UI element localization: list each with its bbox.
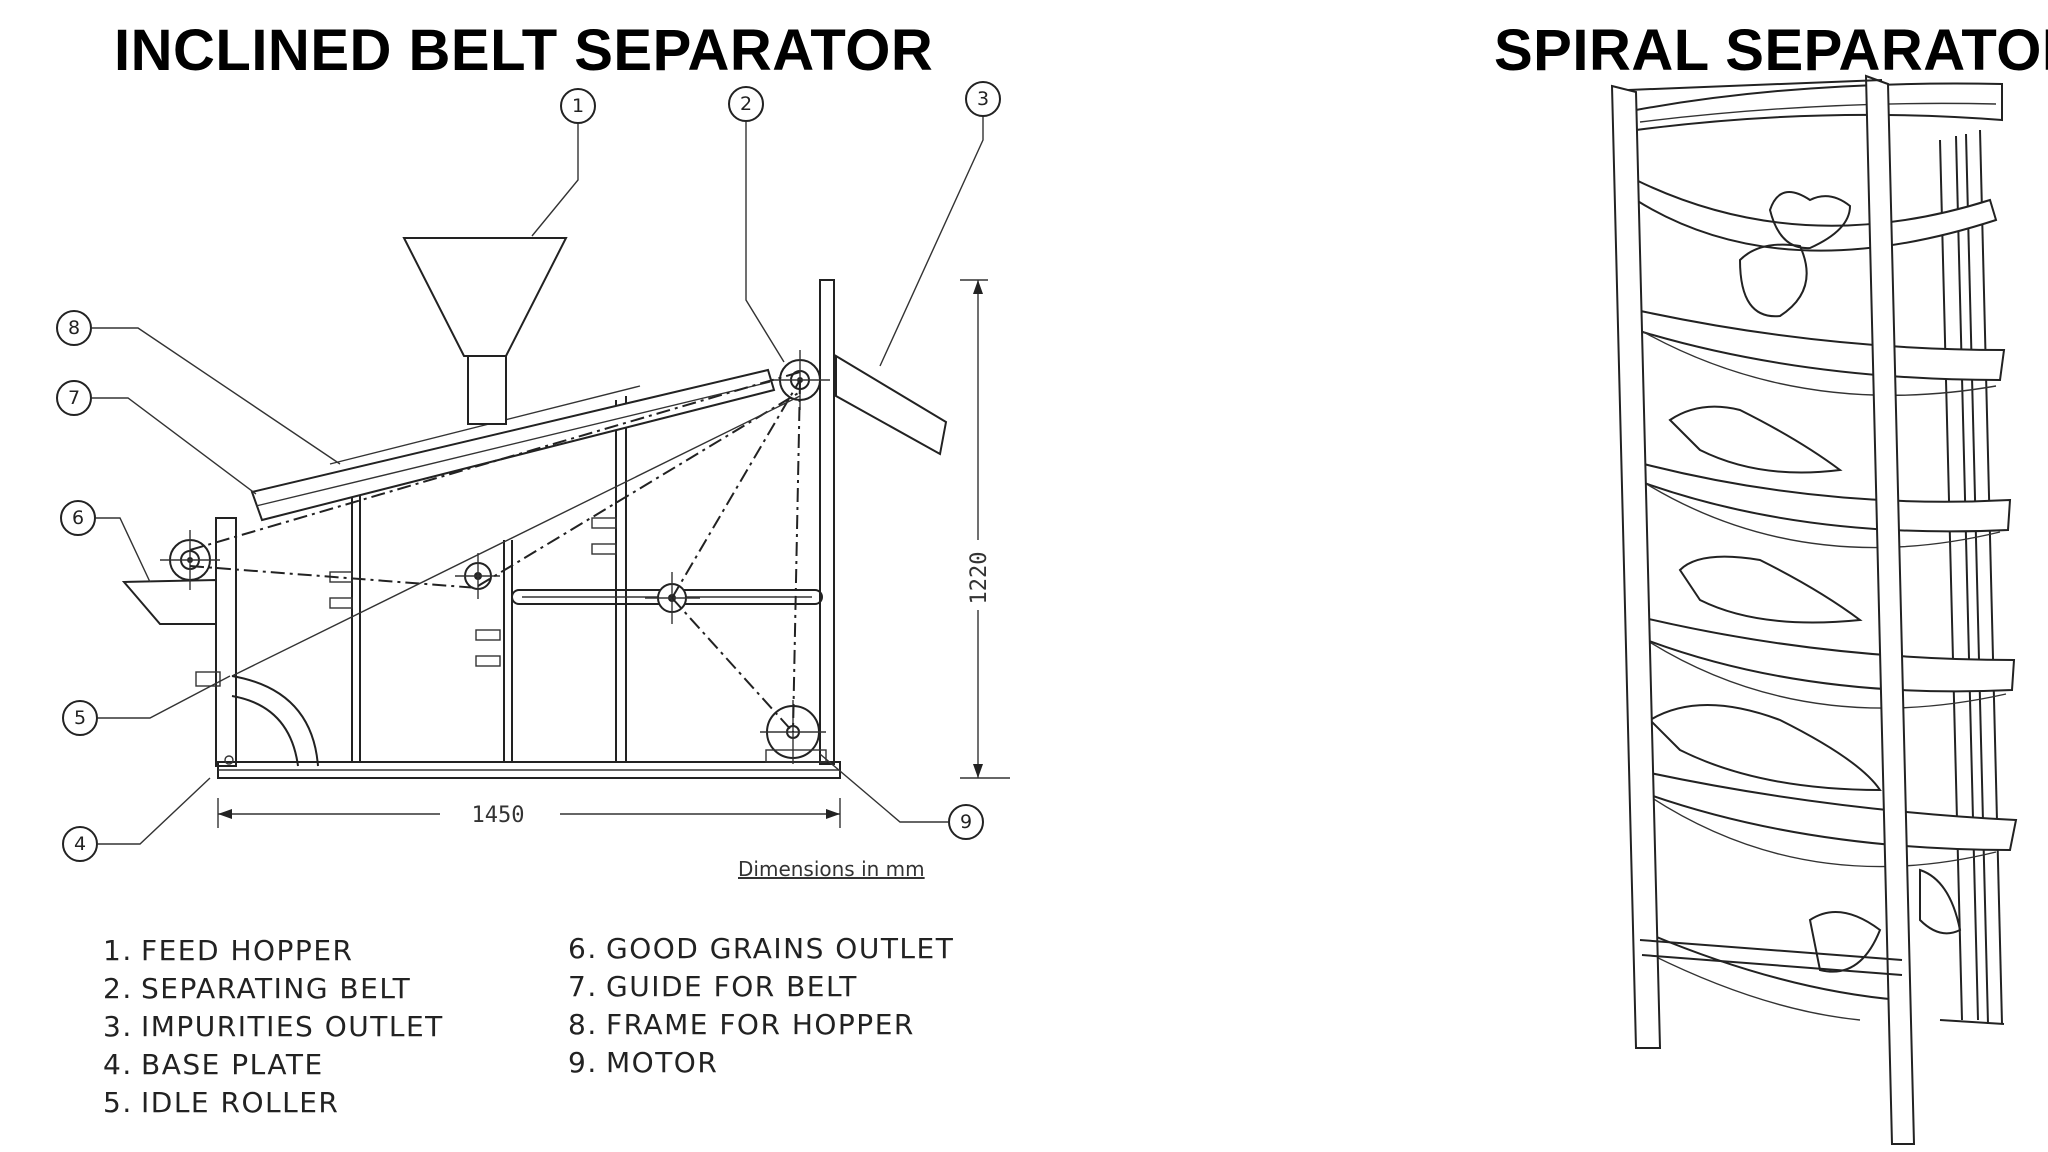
callout-8: 8 bbox=[56, 310, 92, 346]
svg-text:4: 4 bbox=[74, 833, 86, 855]
legend-item: 4.BASE PLATE bbox=[103, 1048, 324, 1081]
svg-text:6: 6 bbox=[72, 507, 84, 529]
spiral-back-posts bbox=[1939, 129, 2005, 1025]
legend-item: 1.FEED HOPPER bbox=[103, 934, 354, 967]
inclined-belt-separator-title: INCLINED BELT SEPARATOR bbox=[114, 18, 934, 83]
callout-leaders bbox=[92, 116, 984, 845]
svg-text:2: 2 bbox=[740, 93, 752, 115]
callout-7: 7 bbox=[56, 380, 92, 416]
impurities-outlet bbox=[835, 354, 948, 456]
svg-text:5: 5 bbox=[74, 707, 86, 729]
spiral-material-flow bbox=[1648, 191, 1962, 973]
dimensions-note: Dimensions in mm bbox=[738, 857, 925, 881]
pulleys bbox=[160, 350, 830, 624]
svg-text:8: 8 bbox=[68, 317, 80, 339]
legend-item: 5.IDLE ROLLER bbox=[103, 1086, 340, 1119]
svg-text:7: 7 bbox=[68, 387, 80, 409]
height-dimension-label: 1220 bbox=[967, 552, 992, 605]
legend-item: 7.GUIDE FOR BELT bbox=[568, 970, 858, 1003]
legend-column-1: 1.FEED HOPPER 2.SEPARATING BELT 3.IMPURI… bbox=[103, 932, 444, 1122]
height-dimension: 1220 bbox=[960, 279, 1010, 779]
spiral-separator-title: SPIRAL SEPARATOR bbox=[1494, 18, 2048, 83]
machine-frame bbox=[195, 279, 835, 767]
spiral-separator-diagram bbox=[1610, 74, 2018, 1145]
feed-hopper bbox=[402, 237, 568, 425]
spiral-front-posts bbox=[1610, 74, 1916, 1145]
callout-3: 3 bbox=[965, 81, 1001, 117]
callout-4: 4 bbox=[62, 826, 98, 862]
legend-item: 6.GOOD GRAINS OUTLET bbox=[568, 932, 955, 965]
callout-9: 9 bbox=[948, 804, 984, 840]
base-plate bbox=[217, 761, 841, 779]
width-dimension-label: 1450 bbox=[472, 803, 525, 828]
legend-item: 9.MOTOR bbox=[568, 1046, 719, 1079]
legend-item: 2.SEPARATING BELT bbox=[103, 972, 412, 1005]
good-grains-outlet bbox=[121, 578, 217, 625]
svg-text:9: 9 bbox=[960, 811, 972, 833]
legend-item: 3.IMPURITIES OUTLET bbox=[103, 1010, 444, 1043]
callout-1: 1 bbox=[560, 88, 596, 124]
width-dimension: 1450 bbox=[217, 798, 841, 828]
legend-item: 8.FRAME FOR HOPPER bbox=[568, 1008, 915, 1041]
callout-6: 6 bbox=[60, 500, 96, 536]
drive-belts bbox=[189, 371, 801, 733]
svg-text:3: 3 bbox=[977, 88, 989, 110]
svg-text:1: 1 bbox=[572, 95, 584, 117]
spiral-trays bbox=[1635, 178, 2018, 1021]
callout-2: 2 bbox=[728, 86, 764, 122]
separating-belt bbox=[250, 368, 776, 522]
callout-5: 5 bbox=[62, 700, 98, 736]
legend-column-2: 6.GOOD GRAINS OUTLET 7.GUIDE FOR BELT 8.… bbox=[568, 930, 954, 1082]
